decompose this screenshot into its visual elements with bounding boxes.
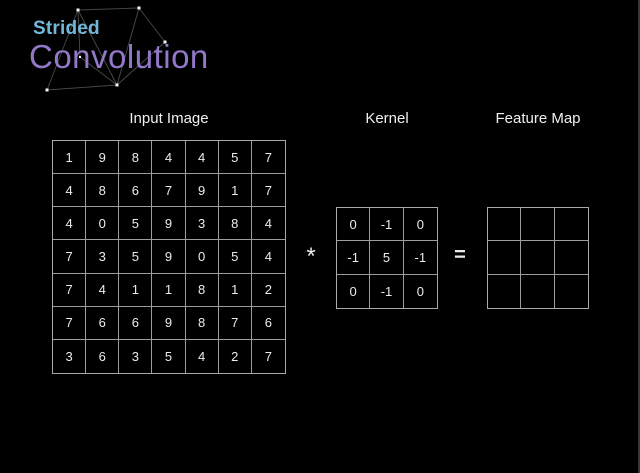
network-node <box>45 88 49 92</box>
input-cell: 8 <box>185 306 219 340</box>
kernel-cell: 0 <box>416 283 424 299</box>
input-cell: 3 <box>185 207 219 241</box>
feature-cell <box>521 274 555 308</box>
input-cell: 1 <box>218 174 252 208</box>
input-cell: 8 <box>86 174 120 208</box>
network-node <box>115 83 119 87</box>
input-cell: 0 <box>185 240 219 274</box>
input-cell: 8 <box>185 273 219 307</box>
equals-operator: = <box>454 244 466 266</box>
kernel-cell: -1 <box>337 241 371 275</box>
input-cell: 9 <box>152 306 186 340</box>
kernel-cell: 0 <box>403 208 437 242</box>
input-cell: 7 <box>53 306 87 340</box>
feature-cell <box>554 208 588 242</box>
feature-map-label: Feature Map <box>495 110 581 127</box>
kernel-cell: 0 <box>337 208 371 242</box>
input-cell: 4 <box>152 141 186 175</box>
input-cell: 4 <box>251 240 285 274</box>
network-node <box>137 6 141 10</box>
feature-cell <box>488 208 522 242</box>
input-cell: 1 <box>152 273 186 307</box>
input-cell: 4 <box>86 273 120 307</box>
input-cell: 3 <box>119 339 153 373</box>
feature-cell <box>488 241 522 275</box>
input-cell: 7 <box>53 240 87 274</box>
feature-cell <box>488 274 522 308</box>
input-cell: 8 <box>218 207 252 241</box>
input-cell: 7 <box>53 273 87 307</box>
input-cell: 5 <box>119 207 153 241</box>
input-cell: 4 <box>186 339 219 373</box>
input-cell: 5 <box>119 240 153 274</box>
input-cell: 4 <box>185 141 219 175</box>
input-cell: 8 <box>119 141 153 175</box>
input-cell: 7 <box>251 141 285 175</box>
kernel-cell: -1 <box>370 274 404 308</box>
feature-map-grid <box>487 207 589 309</box>
input-cell: 2 <box>219 339 252 373</box>
input-cell: 4 <box>53 207 87 241</box>
input-cell: 6 <box>86 306 120 340</box>
input-cell: 9 <box>185 174 219 208</box>
input-image-label: Input Image <box>129 110 209 127</box>
input-cell: 2 <box>251 274 285 307</box>
network-node <box>76 8 80 12</box>
input-cell: 5 <box>218 141 252 175</box>
input-cell: 4 <box>251 207 285 241</box>
input-cell: 1 <box>119 273 153 307</box>
input-cell: 6 <box>119 174 153 208</box>
feature-cell <box>521 208 555 242</box>
kernel-label: Kernel <box>365 110 409 127</box>
input-cell: 7 <box>264 348 273 364</box>
input-cell: 5 <box>218 240 252 274</box>
feature-cell <box>555 275 588 308</box>
input-cell: 6 <box>251 307 285 340</box>
input-cell: 7 <box>152 174 186 208</box>
feature-cell <box>521 241 555 275</box>
kernel-cell: 0 <box>337 274 371 308</box>
page-title: Convolution <box>29 38 209 75</box>
kernel-cell: 5 <box>370 241 404 275</box>
input-cell: 3 <box>86 240 120 274</box>
input-cell: 3 <box>53 339 87 373</box>
kernel-cell: -1 <box>403 241 437 275</box>
input-cell: 1 <box>218 273 252 307</box>
input-cell: 9 <box>86 141 120 175</box>
input-cell: 4 <box>53 174 87 208</box>
input-cell: 1 <box>53 141 87 175</box>
feature-cell <box>554 241 588 275</box>
input-cell: 6 <box>86 339 120 373</box>
input-cell: 9 <box>152 240 186 274</box>
input-cell: 5 <box>152 339 186 373</box>
title-kicker: Strided <box>33 18 100 39</box>
input-cell: 6 <box>119 306 153 340</box>
convolution-operator: * <box>306 243 316 270</box>
input-cell: 7 <box>251 174 285 208</box>
input-cell: 9 <box>152 207 186 241</box>
input-cell: 0 <box>86 207 120 241</box>
kernel-cell: -1 <box>370 208 404 242</box>
input-cell: 7 <box>218 306 252 340</box>
